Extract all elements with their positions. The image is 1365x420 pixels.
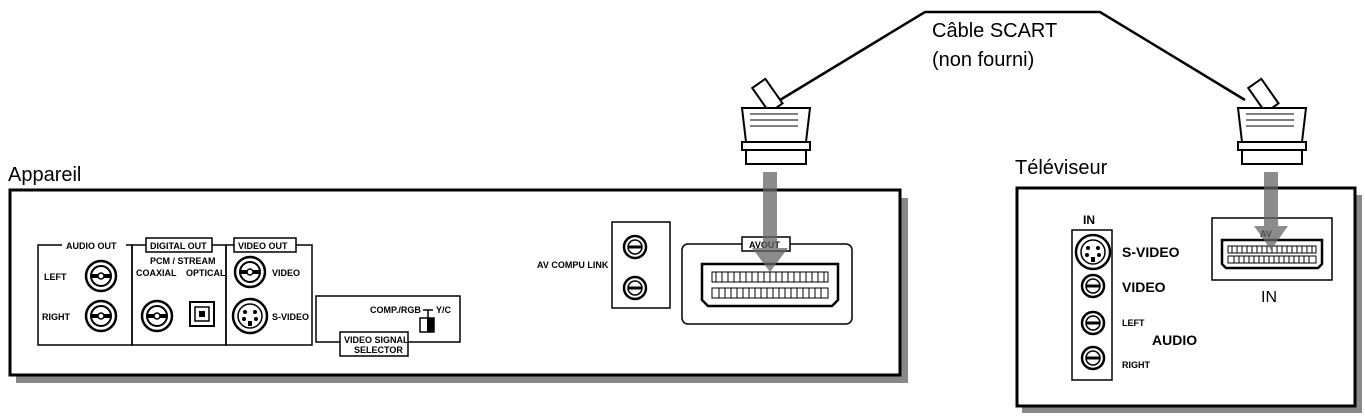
video-jack-icon[interactable] xyxy=(233,255,267,289)
coaxial-jack-icon[interactable] xyxy=(140,299,174,333)
device-scart-plug-icon xyxy=(741,77,811,165)
audio-right-jack-icon[interactable] xyxy=(84,299,118,333)
pcm-stream-label: PCM / STREAM xyxy=(150,256,216,266)
tv-scart-plug-icon xyxy=(1237,77,1307,165)
tv-audio-label: AUDIO xyxy=(1152,332,1197,348)
tv-in-label: IN xyxy=(1083,213,1095,227)
cable-label-line2: (non fourni) xyxy=(932,49,1034,71)
comp-rgb-label: COMP./RGB xyxy=(370,305,421,315)
device-label: Appareil xyxy=(8,164,81,186)
tv-panel: IN S-VIDEO VIDEO LEFT AUDIO RIGHT AV IN xyxy=(1015,186,1362,413)
tv-scart-in-label: IN xyxy=(1261,289,1277,306)
device-connection-arrow xyxy=(752,172,788,272)
tv-label: Téléviseur xyxy=(1015,157,1108,179)
yc-label: Y/C xyxy=(436,305,452,315)
s-video-jack-icon[interactable] xyxy=(231,297,269,335)
tv-audio-left-jack-icon[interactable] xyxy=(1080,310,1106,336)
audio-out-label: AUDIO OUT xyxy=(66,241,117,251)
video-out-label: VIDEO OUT xyxy=(238,241,288,251)
tv-scart-socket[interactable] xyxy=(1220,238,1324,270)
video-label: VIDEO xyxy=(272,268,300,278)
tv-video-label: VIDEO xyxy=(1122,279,1166,295)
video-signal-selector-switch[interactable] xyxy=(419,317,435,333)
scart-cable xyxy=(779,10,1246,102)
audio-right-label: RIGHT xyxy=(42,312,71,322)
cable-label-line1: Câble SCART xyxy=(932,20,1057,42)
tv-s-video-jack-icon[interactable] xyxy=(1074,233,1112,271)
tv-s-video-label: S-VIDEO xyxy=(1122,244,1180,260)
tv-left-label: LEFT xyxy=(1122,318,1145,328)
tv-connection-arrow xyxy=(1254,172,1288,250)
optical-jack-icon[interactable] xyxy=(189,301,215,327)
tv-audio-right-jack-icon[interactable] xyxy=(1080,345,1106,371)
tv-right-label: RIGHT xyxy=(1122,360,1151,370)
audio-left-label: LEFT xyxy=(44,272,67,282)
selector-label-line1: VIDEO SIGNAL xyxy=(344,335,409,345)
coaxial-label: COAXIAL xyxy=(136,268,177,278)
device-panel: AUDIO OUT LEFT RIGHT DIGITAL OUT PCM / S… xyxy=(8,188,908,383)
s-video-label: S-VIDEO xyxy=(272,312,309,322)
av-compu-link-jack-1-icon[interactable] xyxy=(622,234,648,260)
av-compu-link-jack-2-icon[interactable] xyxy=(622,275,648,301)
selector-label-line2: SELECTOR xyxy=(354,345,403,355)
av-compu-link-label: AV COMPU LINK xyxy=(537,260,609,270)
optical-label: OPTICAL xyxy=(186,268,226,278)
digital-out-label: DIGITAL OUT xyxy=(150,241,207,251)
tv-video-jack-icon[interactable] xyxy=(1080,273,1106,299)
audio-left-jack-icon[interactable] xyxy=(84,259,118,293)
